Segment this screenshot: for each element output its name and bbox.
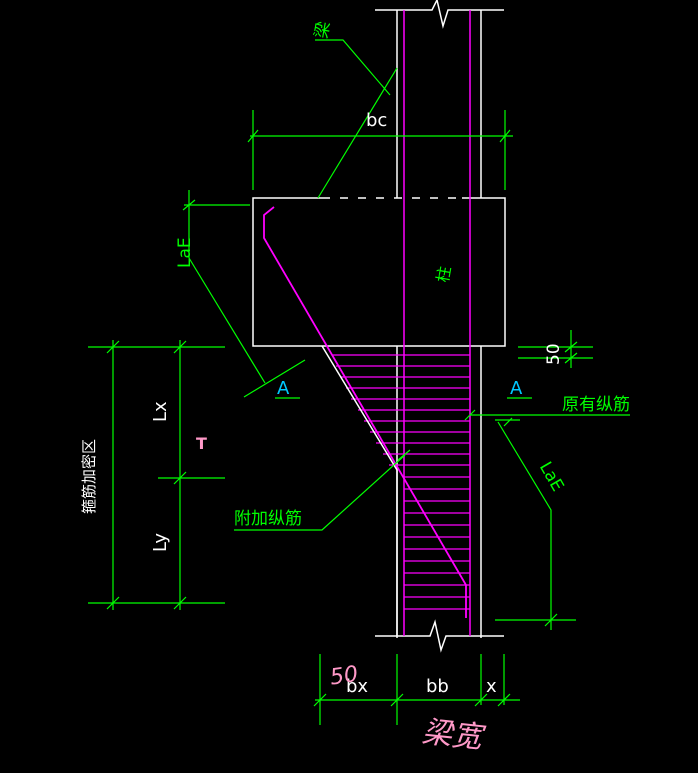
dimension-lines	[88, 39, 630, 725]
beam-taper-edge	[321, 345, 398, 636]
existing-rebar-lines	[403, 10, 471, 636]
bc-label: bc	[366, 110, 387, 131]
dim-50-label: 50	[544, 343, 564, 365]
beam-label: 梁	[312, 20, 335, 40]
existing-rebar-label: 原有纵筋	[562, 395, 630, 415]
lae-left-label: LaE	[175, 237, 195, 268]
bx-label: bx	[346, 676, 368, 697]
column-outline	[252, 197, 506, 347]
section-a-left: A	[277, 378, 290, 399]
section-a-right: A	[510, 378, 523, 399]
x-label: x	[486, 676, 497, 697]
stirrups	[332, 354, 470, 610]
handwritten-t: T	[196, 434, 207, 453]
lx-label: Lx	[150, 401, 171, 422]
column-label: 柱	[433, 265, 454, 284]
bb-label: bb	[426, 676, 449, 697]
ly-label: Ly	[150, 533, 171, 552]
additional-rebar-label: 附加纵筋	[234, 509, 302, 529]
stirrup-zone-label: 箍筋加密区	[80, 439, 98, 514]
additional-rebar	[263, 206, 467, 618]
handwritten-50: 50	[328, 662, 359, 691]
handwritten-beam-width: 梁宽	[420, 715, 487, 756]
